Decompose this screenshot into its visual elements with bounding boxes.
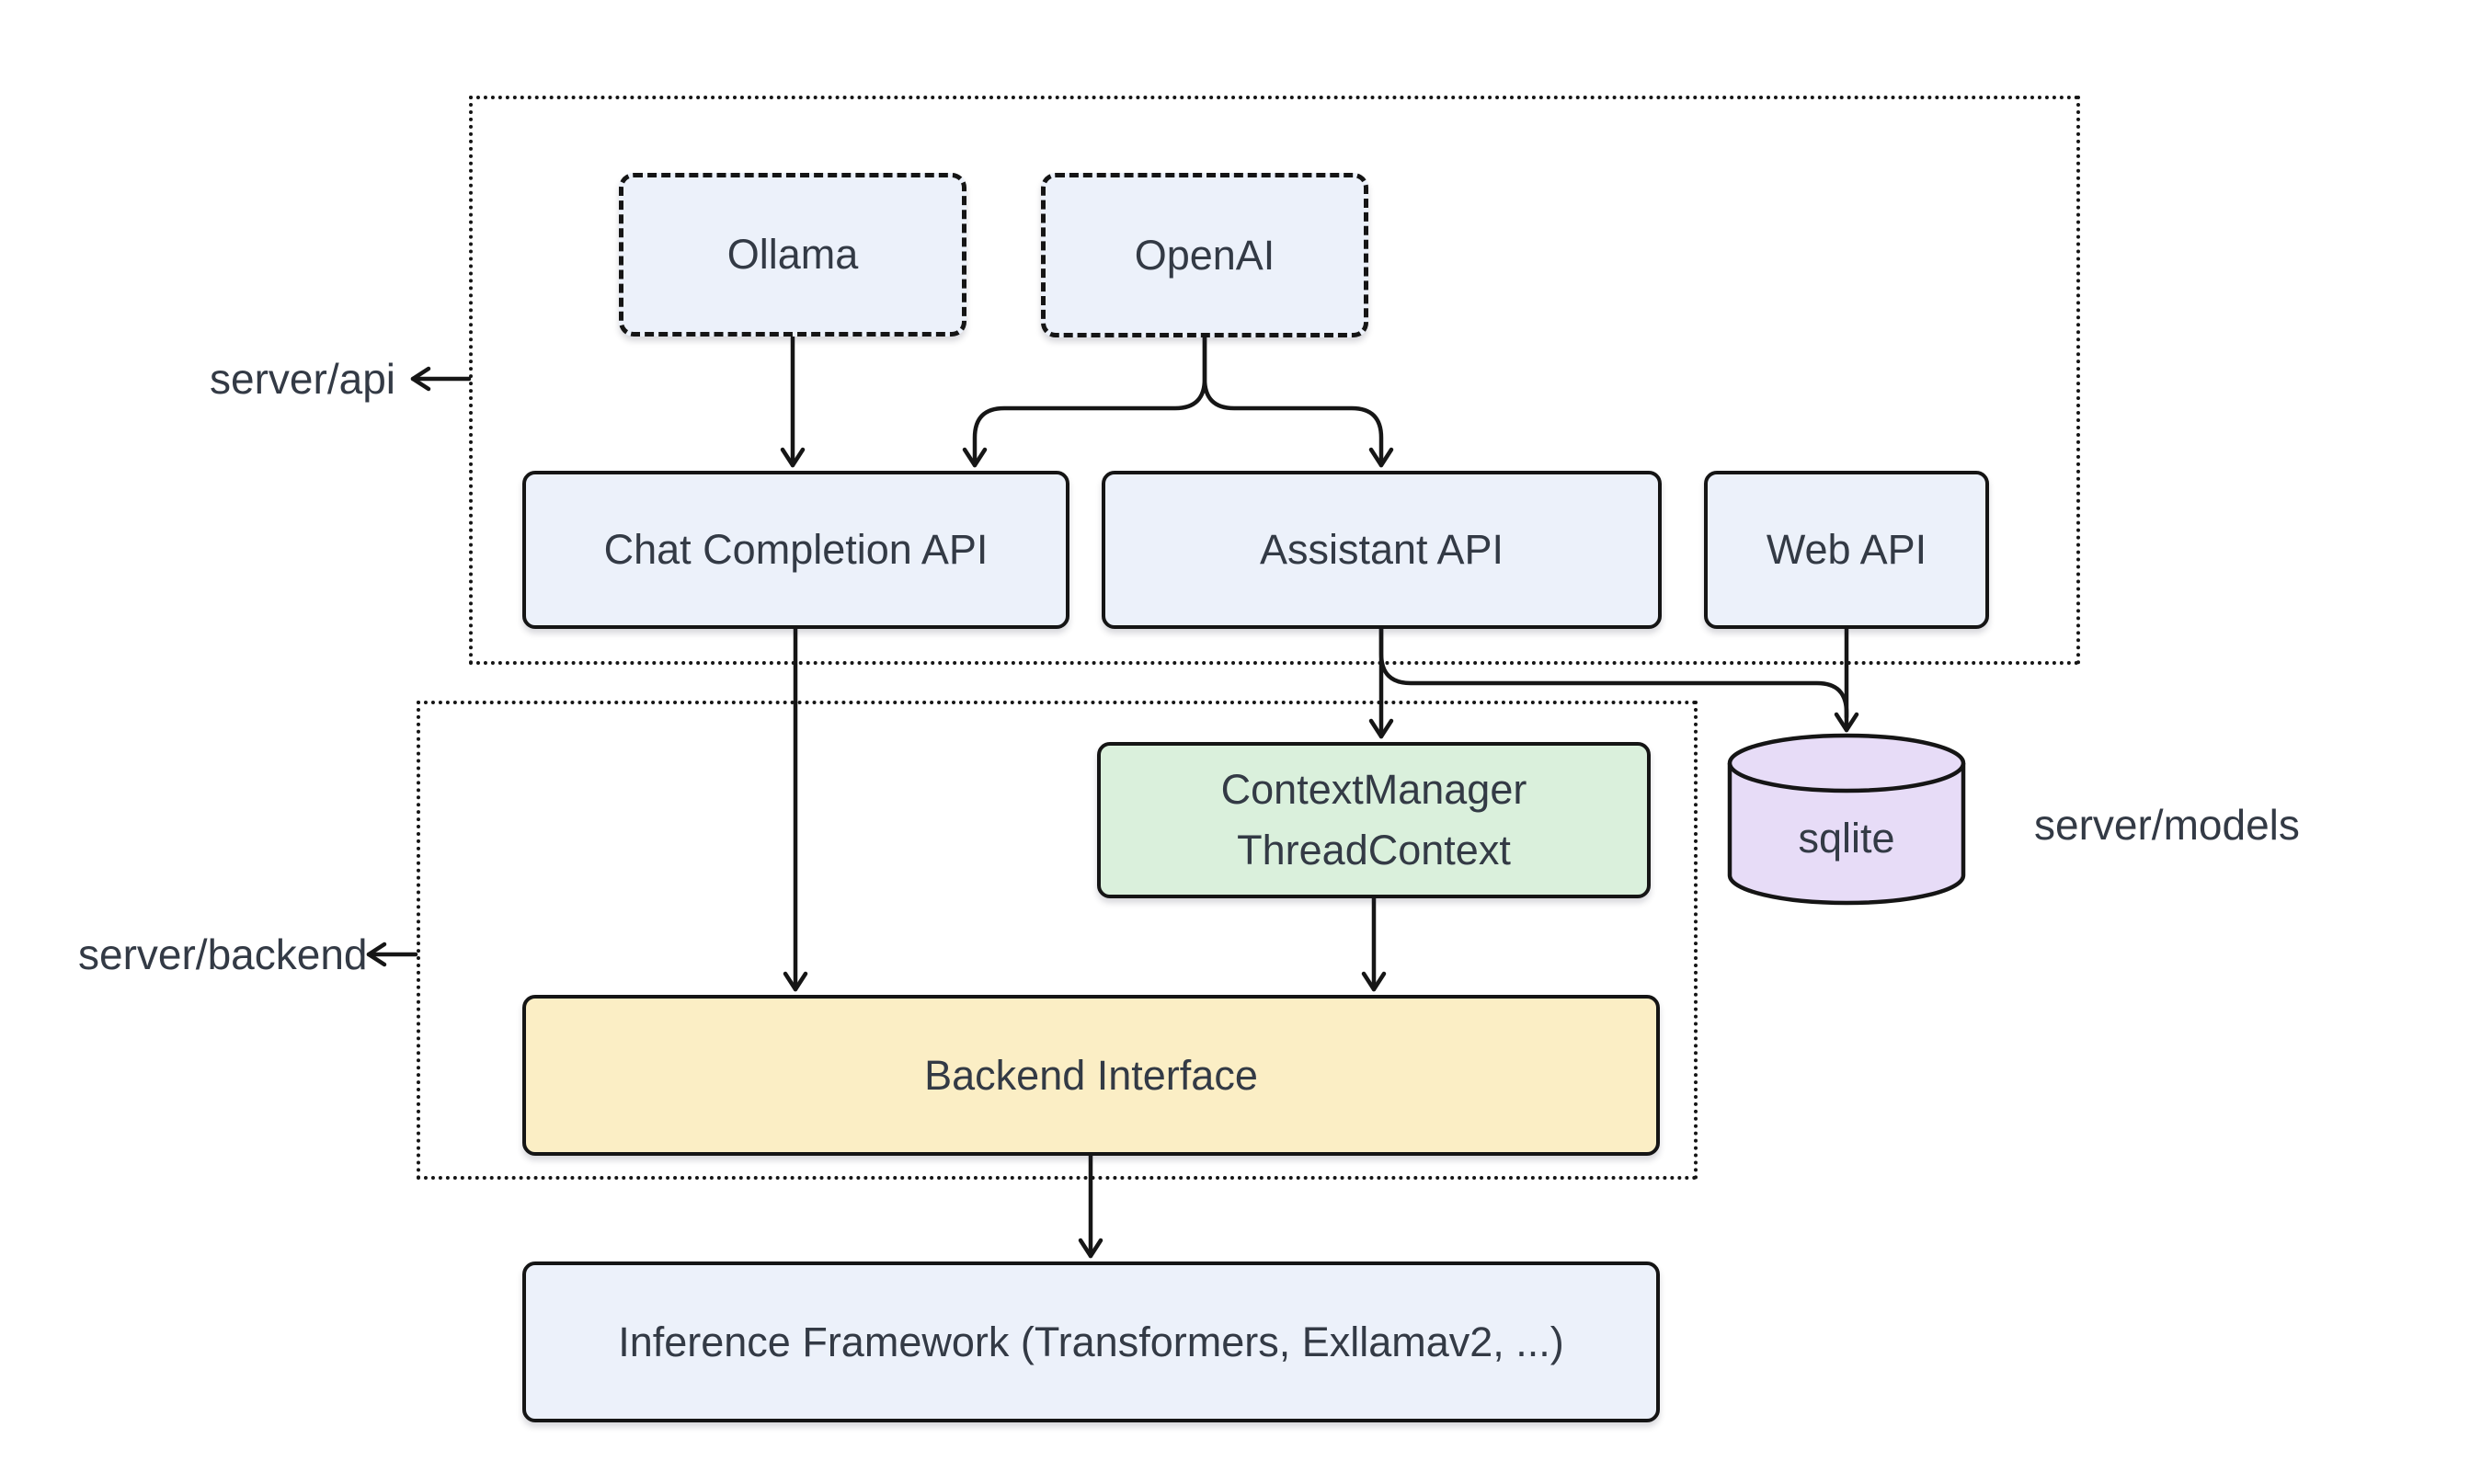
node-chat-completion-api-label: Chat Completion API <box>603 526 989 573</box>
arrowhead-assistant-to-context <box>1368 718 1394 739</box>
group-server-backend <box>417 701 1698 1180</box>
arrowhead-ollama-to-chat <box>780 447 806 468</box>
arrowhead-chat-to-backend <box>783 971 808 992</box>
node-context-manager-label-line1: ContextManager <box>1220 766 1527 813</box>
node-assistant-api: Assistant API <box>1102 471 1662 629</box>
node-ollama-label: Ollama <box>726 231 859 278</box>
node-context-manager-label-line2: ThreadContext <box>1237 827 1511 873</box>
node-web-api: Web API <box>1704 471 1989 629</box>
node-backend-interface-label: Backend Interface <box>924 1051 1258 1099</box>
arrow-assistant-to-sqlite <box>1378 626 1849 720</box>
arrowhead-backend-to-inference <box>1078 1238 1103 1259</box>
arrowhead-openai-to-chat <box>962 447 988 468</box>
node-inference-framework: Inference Framework (Transformers, Exlla… <box>522 1261 1660 1422</box>
node-openai-label: OpenAI <box>1134 231 1275 279</box>
node-backend-interface: Backend Interface <box>522 995 1660 1156</box>
arrow-openai-to-chat <box>972 335 1207 468</box>
arrowhead-server-backend-label <box>366 942 387 967</box>
node-sqlite-cylinder <box>1727 733 1966 906</box>
node-assistant-api-label: Assistant API <box>1259 526 1504 573</box>
node-chat-completion-api: Chat Completion API <box>522 471 1069 629</box>
group-server-api <box>469 96 2080 665</box>
label-server-models: server/models <box>2034 801 2300 849</box>
arrowhead-web-to-sqlite <box>1834 712 1859 733</box>
node-web-api-label: Web API <box>1766 526 1927 573</box>
node-ollama: Ollama <box>619 173 966 337</box>
arrowhead-context-to-backend <box>1361 971 1387 992</box>
sqlite-cylinder-body <box>1727 763 1966 906</box>
node-context-manager: ContextManager ThreadContext <box>1097 742 1651 898</box>
node-openai: OpenAI <box>1041 173 1368 337</box>
node-inference-framework-label: Inference Framework (Transformers, Exlla… <box>618 1318 1564 1365</box>
arrowhead-server-api-label <box>410 366 431 392</box>
arrow-openai-to-assistant <box>1202 335 1384 468</box>
sqlite-cylinder-top <box>1727 733 1966 793</box>
arrowhead-openai-to-assistant <box>1368 447 1394 468</box>
label-server-backend: server/backend <box>78 930 368 978</box>
label-server-api: server/api <box>210 355 395 403</box>
node-sqlite-label: sqlite <box>1798 815 1895 862</box>
